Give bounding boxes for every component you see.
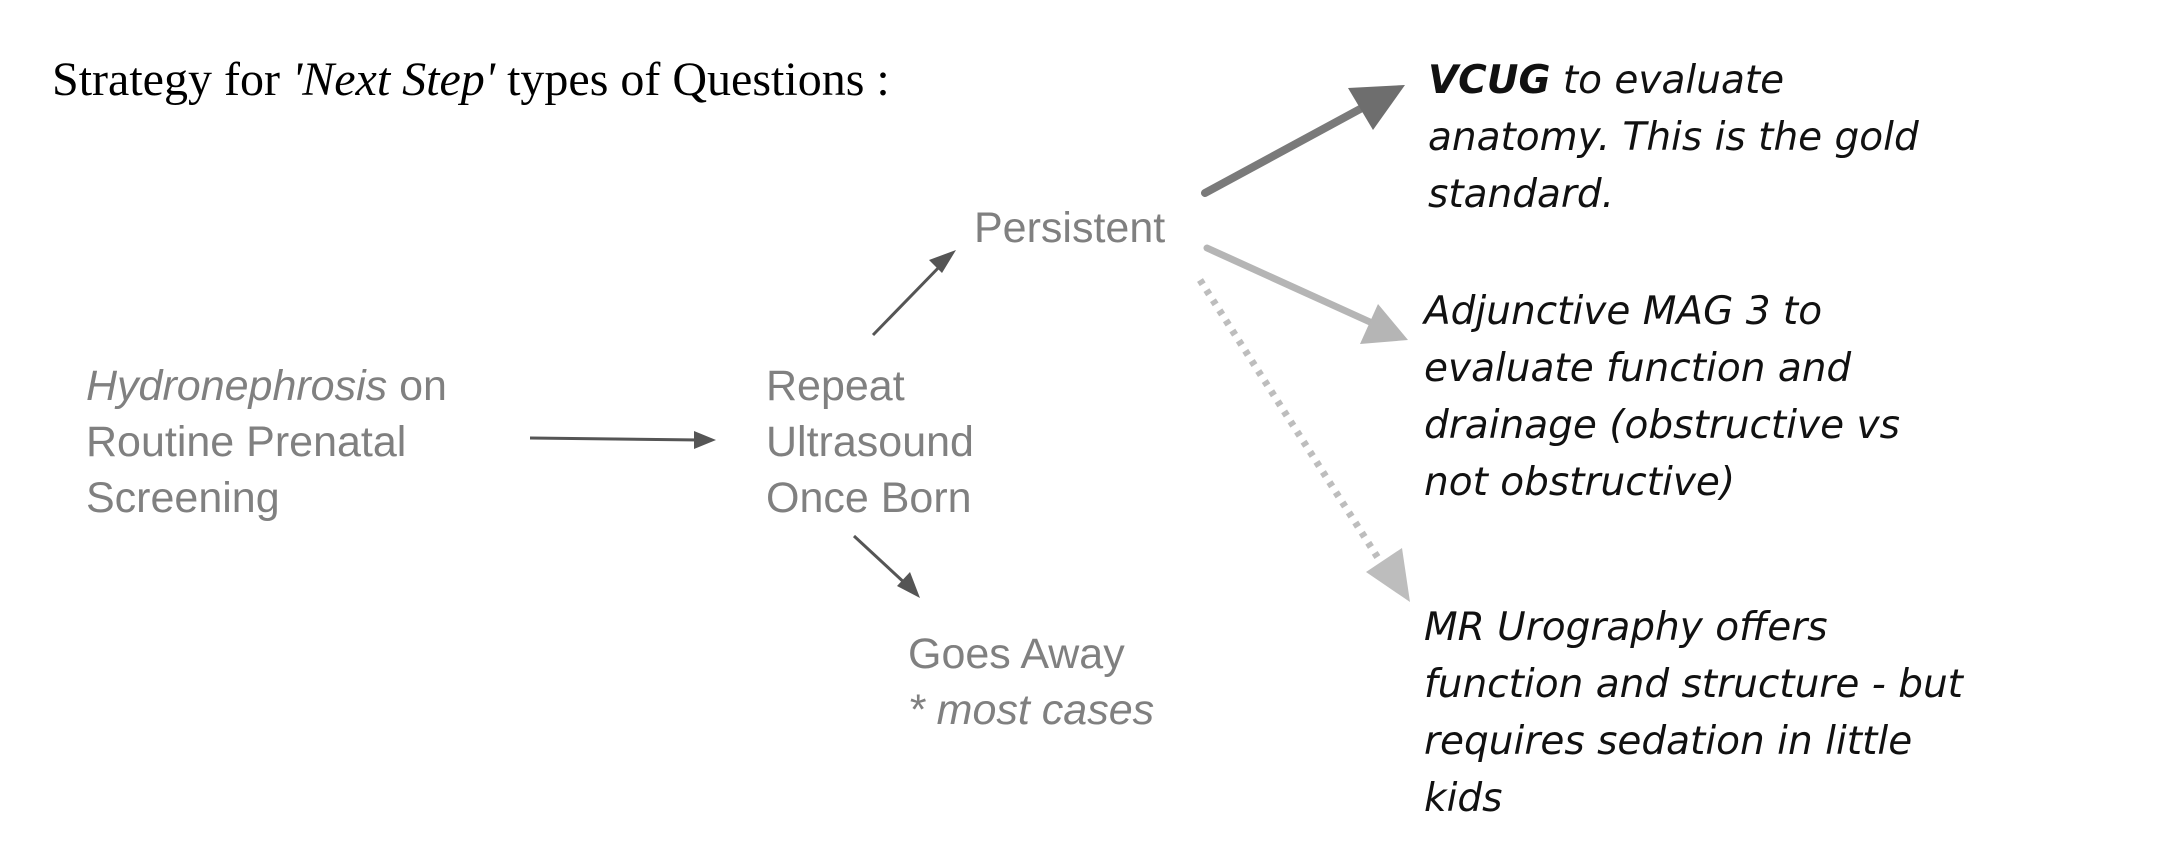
note-vcug-line2: anatomy. This is the gold: [1428, 115, 1919, 160]
arrow-persistent-to-mag3: [1203, 244, 1408, 344]
title-emphasis: 'Next Step': [291, 53, 496, 106]
node-goes-away-line2: * most cases: [908, 686, 1155, 734]
node-repeat-ultrasound: Repeat Ultrasound Once Born: [766, 358, 974, 526]
note-vcug-line3: standard.: [1428, 172, 1615, 217]
node-hydronephrosis-line1: Hydronephrosis on: [86, 362, 447, 410]
node-repeat-line1: Repeat: [766, 362, 905, 410]
note-mag3: Adjunctive MAG 3 to evaluate function an…: [1424, 283, 1900, 511]
hydronephrosis-term: Hydronephrosis: [86, 362, 388, 410]
node-repeat-line3: Once Born: [766, 474, 972, 522]
node-hydronephrosis-line2: Routine Prenatal: [86, 418, 407, 466]
arrow-start-to-repeat: [529, 431, 716, 449]
node-repeat-line2: Ultrasound: [766, 418, 974, 466]
note-mr-urography: MR Urography offers function and structu…: [1424, 599, 1963, 827]
note-mru-line2: function and structure - but: [1424, 662, 1963, 707]
title-suffix: types of Questions :: [495, 53, 890, 106]
node-goes-away-line1: Goes Away: [908, 630, 1125, 678]
page-title: Strategy for 'Next Step' types of Questi…: [52, 52, 890, 107]
arrow-repeat-to-persistent: [871, 250, 956, 337]
node-persistent: Persistent: [974, 200, 1165, 256]
vcug-term: VCUG: [1428, 58, 1551, 103]
arrow-persistent-to-mru: [1197, 278, 1410, 602]
note-mru-line3: requires sedation in little: [1424, 719, 1913, 764]
arrow-persistent-to-vcug: [1201, 85, 1405, 197]
note-mru-line4: kids: [1424, 776, 1503, 821]
note-mag3-line2: evaluate function and: [1424, 346, 1852, 391]
node-hydronephrosis-line3: Screening: [86, 474, 280, 522]
node-persistent-label: Persistent: [974, 204, 1166, 252]
note-vcug: VCUG to evaluate anatomy. This is the go…: [1428, 52, 1919, 223]
title-prefix: Strategy for: [52, 53, 292, 106]
note-mag3-line4: not obstructive): [1424, 460, 1736, 505]
node-goes-away: Goes Away * most cases: [908, 626, 1154, 738]
note-mag3-line1: Adjunctive MAG 3 to: [1424, 289, 1823, 334]
note-mru-line1: MR Urography offers: [1424, 605, 1828, 650]
note-vcug-line1: VCUG to evaluate: [1428, 58, 1785, 103]
note-mag3-line3: drainage (obstructive vs: [1424, 403, 1900, 448]
node-hydronephrosis: Hydronephrosis on Routine Prenatal Scree…: [86, 358, 447, 526]
arrow-repeat-to-goes-away: [852, 534, 920, 598]
